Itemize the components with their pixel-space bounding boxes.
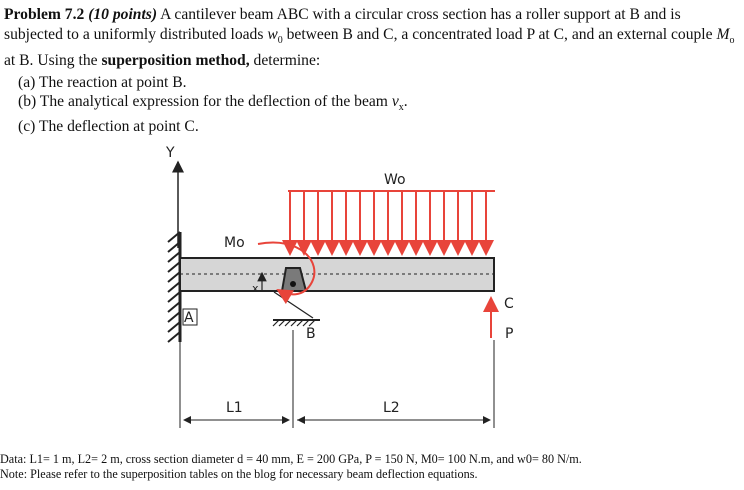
part-b: (b) The analytical expression for the de… <box>18 93 408 114</box>
footer: Data: L1= 1 m, L2= 2 m, cross section di… <box>0 452 582 482</box>
label-p: P <box>505 326 513 342</box>
label-x: x <box>252 282 259 295</box>
problem-heading: Problem 7.2 <box>4 6 85 23</box>
beam-figure: Y A x B Mo <box>165 145 514 428</box>
distributed-load <box>282 190 495 256</box>
problem-text-2: between B and C, a concentrated load P a… <box>282 26 717 43</box>
label-l1: L1 <box>226 400 243 416</box>
label-mo: Mo <box>224 235 245 251</box>
w0-symbol: w <box>267 26 278 43</box>
label-l2: L2 <box>383 400 400 416</box>
problem-text-4: determine: <box>249 52 321 70</box>
roller-support-b <box>272 267 320 327</box>
label-a: A <box>184 310 194 326</box>
label-c: C <box>504 296 514 312</box>
problem-text-1: A cantilever beam ABC with a circular cr… <box>4 6 681 43</box>
w0-subscript: 0 <box>277 35 283 47</box>
question-parts: (a) The reaction at point B. (b) The ana… <box>18 73 408 136</box>
dimension-lines <box>179 330 495 428</box>
note-line: Note: Please refer to the superposition … <box>0 467 478 481</box>
problem-statement: Problem 7.2 (10 points) A cantilever bea… <box>4 5 740 71</box>
fixed-wall <box>167 231 182 343</box>
m0-subscript: o <box>729 35 735 47</box>
problem-text-3: at B. Using the <box>4 52 102 70</box>
label-b: B <box>306 326 316 342</box>
label-y: Y <box>165 145 175 161</box>
part-a: (a) The reaction at point B. <box>18 74 187 91</box>
label-wo: Wo <box>384 172 406 188</box>
method-emphasis: superposition method, <box>101 52 250 70</box>
problem-points: (10 points) <box>88 6 158 23</box>
deflection-symbol: v <box>391 93 399 110</box>
part-c: (c) The deflection at point C. <box>18 118 199 136</box>
m0-symbol: M <box>716 26 730 43</box>
data-line: Data: L1= 1 m, L2= 2 m, cross section di… <box>0 452 582 466</box>
